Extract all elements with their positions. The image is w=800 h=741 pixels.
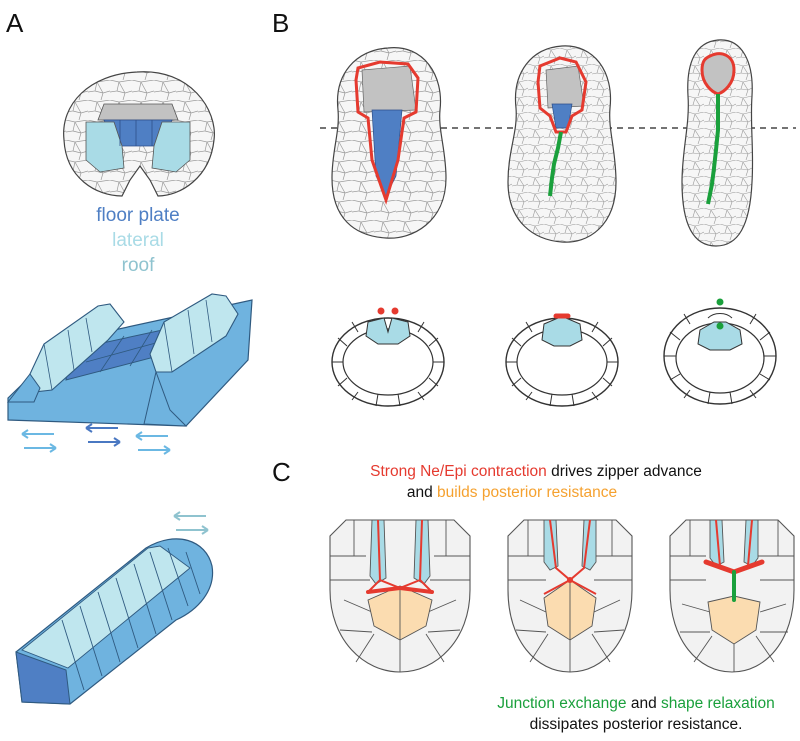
right-neural-fold — [149, 293, 239, 373]
panel-label-a: A — [6, 8, 24, 38]
lateral-region-right — [151, 121, 191, 173]
region-legend: floor plate lateral roof — [96, 205, 179, 276]
panel-label-c: C — [272, 457, 291, 487]
lateral-region-left — [85, 121, 125, 173]
caption-and-2: and — [627, 695, 661, 712]
roof-region — [97, 103, 179, 121]
transverse-section-2 — [505, 313, 619, 407]
caption-strong-contraction: Strong Ne/Epi contraction — [370, 463, 547, 480]
panel-label-b: B — [272, 8, 289, 38]
zipper-schematic-1 — [329, 519, 471, 673]
transverse-section-3 — [663, 298, 777, 405]
open-neural-plate-3d — [6, 293, 253, 427]
caption-dissipates-line2: dissipates posterior resistance. — [530, 716, 743, 733]
closed-neural-tube-3d — [15, 538, 214, 705]
legend-roof: roof — [122, 255, 155, 276]
lateral-cells-right-1 — [413, 519, 431, 585]
closed-seam-2 — [548, 131, 563, 197]
caption-and: and — [407, 484, 437, 501]
caption-contraction-line1: Strong Ne/Epi contraction drives zipper … — [370, 463, 702, 480]
contraction-outline-1 — [354, 60, 420, 205]
tube-movement-arrows — [173, 511, 209, 535]
contraction-outline-2 — [536, 56, 588, 134]
caption-contraction-line2: and builds posterior resistance — [407, 484, 617, 501]
dorsal-embryo-1 — [331, 47, 447, 239]
plate-movement-arrows — [21, 423, 171, 455]
caption-drives-zipper: drives zipper advance — [547, 463, 702, 480]
legend-floor-plate: floor plate — [96, 205, 179, 226]
neural-plate-2 — [541, 317, 583, 347]
caption-builds-resistance: builds posterior resistance — [437, 484, 617, 501]
dorsal-embryo-2 — [507, 45, 617, 243]
roof-zone-1 — [361, 65, 417, 113]
closed-seam-3 — [706, 94, 720, 205]
panel-a-embryo-section — [63, 71, 215, 197]
neural-tube-3 — [697, 321, 743, 351]
caption-junction-line1: Junction exchange and shape relaxation — [497, 695, 775, 712]
legend-lateral: lateral — [112, 230, 164, 251]
zipper-schematic-3 — [669, 519, 795, 673]
dorsal-embryo-3 — [681, 39, 754, 247]
caption-shape-relaxation: shape relaxation — [661, 695, 775, 712]
zipper-schematic-2 — [507, 519, 633, 673]
left-neural-fold — [29, 303, 125, 393]
transverse-section-1 — [331, 307, 445, 407]
caption-junction-exchange: Junction exchange — [497, 695, 626, 712]
roof-zone-2 — [545, 65, 585, 109]
neural-plate-1 — [365, 317, 411, 345]
